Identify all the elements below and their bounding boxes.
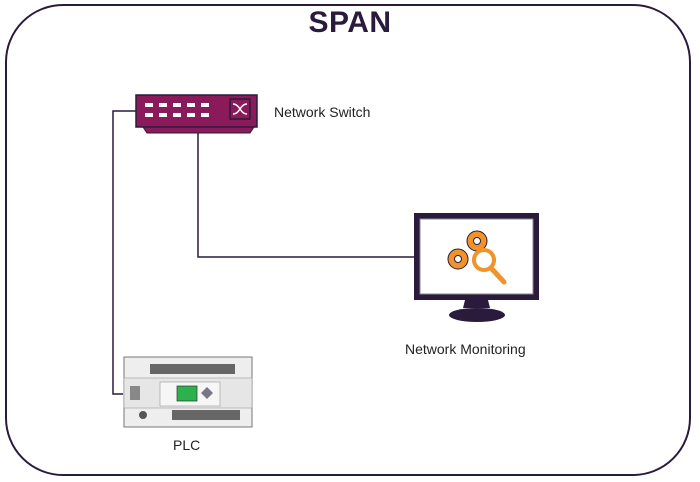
plc-device-icon (123, 356, 253, 428)
edge-switch-monitor (197, 128, 416, 258)
switch-label: Network Switch (274, 104, 371, 120)
diagram-title: SPAN (308, 6, 392, 39)
edge-switch-plc (112, 110, 136, 395)
monitor-label: Network Monitoring (405, 341, 526, 357)
plc-label: PLC (173, 437, 201, 453)
monitoring-computer-icon (414, 213, 539, 322)
diagram-frame (5, 4, 691, 476)
network-switch-icon (135, 94, 258, 134)
